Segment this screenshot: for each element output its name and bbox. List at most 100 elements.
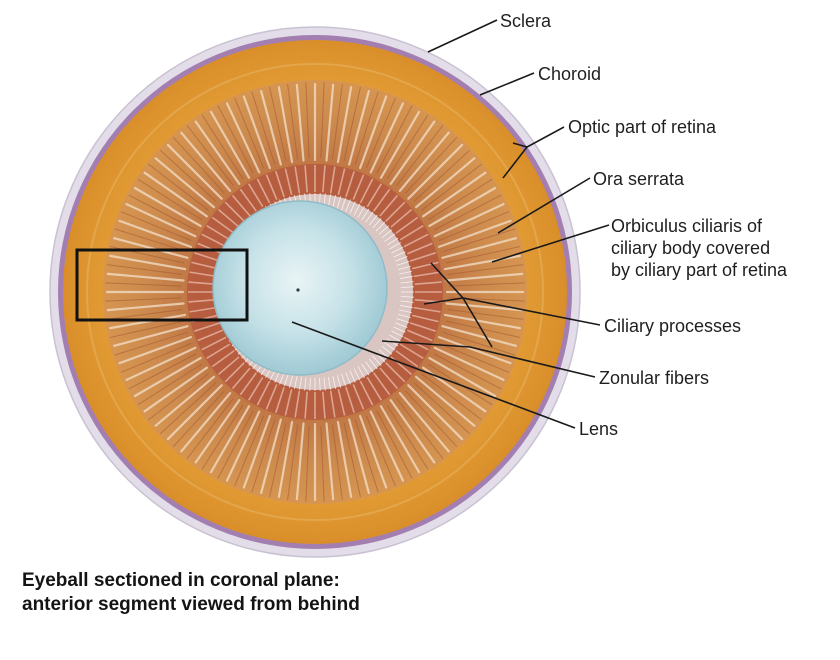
ciliary-process [197,329,223,342]
orbiculus-groove [148,373,209,421]
orbiculus-ridge [180,131,232,192]
leader-optic-retina-2 [512,142,528,148]
ciliary-process [359,178,374,204]
leader-lens [291,321,576,429]
retina-inner-rim [86,63,544,521]
ciliary-process [193,322,221,333]
orbiculus-groove [331,83,343,160]
orbiculus-ridge [325,83,335,162]
orbiculus-ridge [443,313,521,330]
ciliary-process [412,261,439,270]
orbiculus-ridge [125,346,197,382]
orbiculus-groove [201,114,244,180]
orbiculus-ridge [415,157,476,209]
orbiculus-ridge [166,384,223,441]
zonular-fiber [396,318,410,323]
zonular-fiber [397,313,411,319]
orbiculus-ridge [295,83,305,162]
orbiculus-ridge [437,219,512,248]
zonular-fiber [391,330,404,338]
orbiculus-ridge [112,237,189,259]
zonular-fiber [353,368,361,381]
orbiculus-ridge [359,95,388,170]
ciliary-process [366,183,383,208]
caption-line-1: Eyeball sectioned in coronal plane: [22,570,340,591]
orbiculus-groove [137,178,203,221]
ciliary-process [329,166,336,194]
ciliary-process [191,261,218,270]
orbiculus-ridge [225,102,261,174]
orbiculus-groove [405,136,458,194]
zonular-fiber [288,374,294,388]
orbiculus-groove [201,404,244,470]
orbiculus-groove [120,342,192,373]
orbiculus-groove [442,331,516,356]
ciliary-process [352,384,365,410]
orbiculus-groove [376,410,413,479]
orbiculus-ridge [133,186,202,228]
orbiculus-groove [186,398,234,459]
ciliary-process [345,170,356,198]
ciliary-process [189,306,217,313]
orbiculus-ridge [277,420,294,498]
ciliary-process [231,194,251,217]
leader-ciliary-processes-3 [462,297,493,348]
orbiculus-groove [445,246,521,264]
label-optic-retina: Optic part of retina [568,117,717,137]
ciliary-process [409,251,437,262]
orbiculus-ridge [277,86,294,164]
leader-ora-serrata [497,177,591,234]
orbiculus-groove [287,83,299,160]
zonular-fiber [381,229,393,239]
ciliary-process [284,389,293,416]
zonular-fiber [389,242,401,250]
orbiculus-groove [159,149,217,202]
ciliary-process [385,362,406,383]
orbiculus-groove [105,297,182,302]
zonular-fiber [399,276,413,279]
orbiculus-groove [105,282,182,287]
orbiculus-groove [376,105,413,174]
orbiculus-groove [365,97,396,169]
orbiculus-groove [120,211,192,242]
label-orbiculus-ciliaris: Orbiculus ciliaris of ciliary body cover… [611,215,787,281]
ciliary-process [294,390,301,418]
orbiculus-ridge [154,157,215,209]
orbiculus-ridge [407,143,464,200]
zonular-fiber [399,309,412,313]
zonular-fiber [361,208,370,221]
orbiculus-ridge [441,237,518,259]
orbiculus-groove [114,331,188,356]
zonular-fiber [400,296,414,298]
zonular-fiber [391,246,404,254]
orbiculus-groove [438,342,510,373]
ciliary-process [256,380,271,406]
orbiculus-ridge [443,254,521,271]
orbiculus-ridge [445,302,524,312]
ciliary-process [265,384,278,410]
ciliary-process [345,386,356,414]
orbiculus-groove [251,91,276,165]
zonular-fiber [386,237,399,246]
orbiculus-ridge [428,356,497,398]
zonular-fiber [336,374,342,388]
orbiculus-groove [365,415,396,487]
leader-ciliary-processes-2 [423,297,464,305]
orbiculus-ridge [369,102,405,174]
orbiculus-ridge [143,366,208,413]
label-orbiculus-line-1: Orbiculus ciliaris of [611,216,763,236]
zonular-fiber [345,199,351,212]
ciliary-process [211,216,235,234]
orbiculus-ridge [415,375,476,427]
orbiculus-groove [433,194,502,231]
zonular-fiber [361,363,370,376]
ciliary-process [412,314,439,323]
zonular-fiber [279,372,285,385]
ciliary-process [322,391,326,419]
zonular-fiber [349,201,356,214]
zonular-fiber [368,214,378,226]
leader-orbiculus [491,224,610,263]
zonular-fiber [328,194,331,208]
orbiculus-groove [386,404,429,470]
